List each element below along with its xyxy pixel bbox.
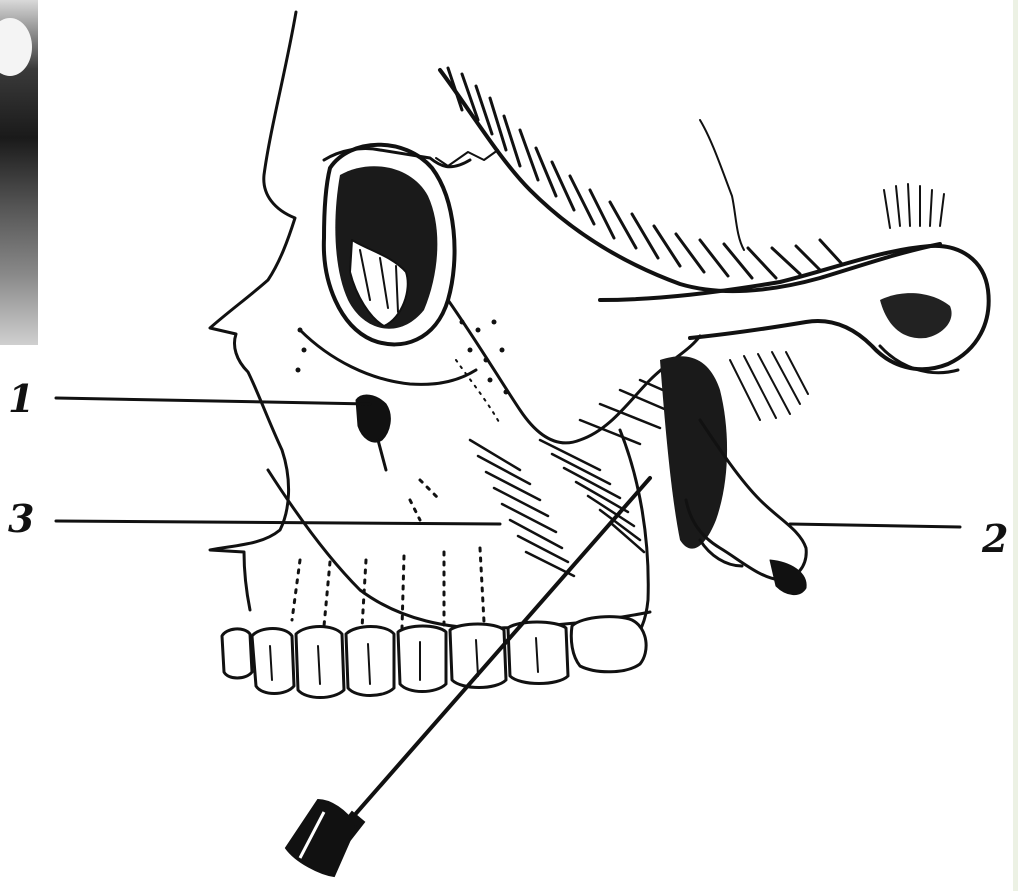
leader-line-2 xyxy=(790,524,960,527)
fossa-hatching xyxy=(470,380,690,576)
squamosal-crack xyxy=(700,120,744,250)
tooth xyxy=(222,629,252,678)
pterygoid-hamulus xyxy=(770,560,806,595)
pterygoid-hatching xyxy=(730,352,808,420)
orbital-rim xyxy=(324,148,470,166)
tooth xyxy=(296,627,344,698)
upper-right-fibres xyxy=(884,184,944,228)
inferior-orbital-margin xyxy=(300,330,476,384)
leader-line-1 xyxy=(56,398,370,404)
label-1: 1 xyxy=(8,380,34,418)
temporal-hatching xyxy=(448,68,842,278)
teeth xyxy=(222,617,646,698)
infraorbital-foramen xyxy=(356,395,390,442)
tooth xyxy=(252,629,294,694)
leader-line-3 xyxy=(56,521,500,524)
tooth xyxy=(346,627,394,696)
tooth xyxy=(571,617,646,672)
tooth xyxy=(450,624,506,688)
tooth xyxy=(398,626,446,692)
glenoid-shadow xyxy=(880,293,952,338)
syringe-hub xyxy=(286,800,364,876)
nasal-outline xyxy=(210,12,296,610)
label-2: 2 xyxy=(982,520,1008,558)
frontal-suture xyxy=(436,150,498,166)
label-3: 3 xyxy=(8,500,34,538)
